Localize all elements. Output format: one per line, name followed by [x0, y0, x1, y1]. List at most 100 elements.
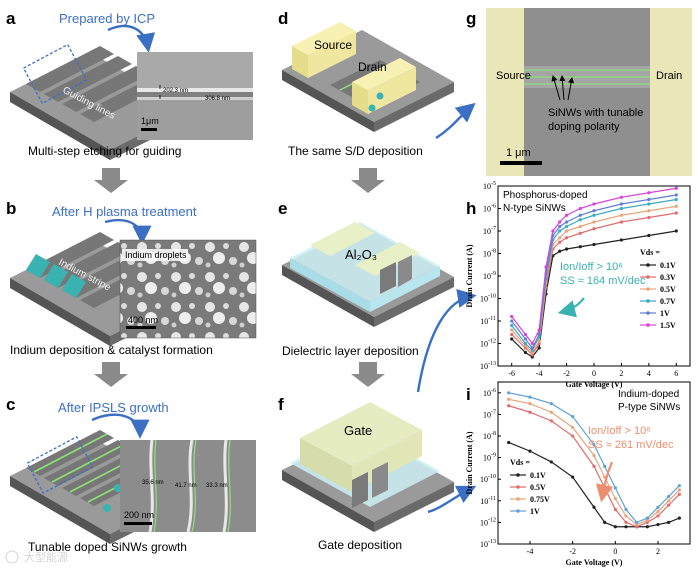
chart-h-point-5-5: [551, 229, 555, 233]
chart-i-legend-label-2: 0.75V: [530, 495, 550, 504]
chart-h-point-0-12: [674, 229, 678, 233]
chart-i-point-0-7: [624, 525, 628, 529]
chart-i-point-2-3: [571, 425, 575, 429]
chart-h-point-0-6: [558, 249, 562, 253]
chart-h-xtick-label-0: -6: [508, 369, 515, 378]
panel-letter-d: d: [278, 9, 288, 28]
chart-i-point-1-11: [667, 503, 671, 507]
sem-image-a: 202.3 nm 306.8 nm 1μm: [137, 52, 253, 140]
caption-e: Dielectric layer deposition: [282, 344, 419, 358]
watermark-text: 大型能源: [24, 550, 68, 564]
chart-h-ytick-label-4: 10-9: [483, 271, 496, 281]
chart-h-point-4-3: [537, 332, 541, 337]
chart-h-point-4-0: [510, 319, 514, 323]
chart-i-ytick-label-7: 10-13: [480, 539, 496, 549]
chart-i-legend-header: Vds =: [510, 458, 530, 467]
chart-h-legend-marker-1: [646, 275, 650, 279]
chart-h-point-2-7: [564, 229, 569, 233]
connector-d-g: [435, 102, 476, 140]
panel-letter-b: b: [6, 199, 16, 218]
scale-bar-b: [126, 326, 156, 329]
chart-h-point-2-3: [537, 339, 541, 343]
device-f: Gate: [282, 402, 454, 532]
chart-i-point-1-3: [571, 434, 575, 438]
caption-c: Tunable doped SiNWs growth: [28, 540, 187, 554]
chart-i-legend-marker-0: [516, 473, 520, 477]
chart-h-point-5-8: [578, 206, 582, 211]
chart-i-point-2-11: [667, 499, 671, 503]
chart-i-ytick-label-5: 10-11: [480, 496, 496, 506]
chart-h-point-5-4: [544, 265, 548, 269]
chart-i-ytick-label-2: 10-8: [483, 431, 496, 441]
chart-h-point-3-12: [674, 197, 678, 202]
chart-h-legend-marker-3: [646, 299, 650, 303]
chart-h-point-3-1: [523, 341, 528, 346]
chart-h-ytick-label-1: 10-6: [483, 204, 496, 214]
chart-h-legend-marker-5: [646, 323, 650, 327]
chart-h-legend-label-0: 0.1V: [660, 261, 676, 270]
chart-i-point-1-1: [528, 410, 532, 414]
chart-h-point-0-11: [647, 233, 651, 238]
flow-arrow-d-e: [351, 168, 385, 193]
chart-h-ytick-label-0: 10-5: [483, 181, 496, 191]
chart-i-legend-marker-2: [516, 497, 520, 501]
flow-arrow-e-f: [351, 362, 385, 387]
chart-i-point-3-8: [635, 520, 639, 525]
chart-i-ytick-label-3: 10-9: [483, 453, 496, 463]
chart-h-xlabel: Gate Voltage (V): [566, 380, 623, 389]
caption-b: Indium deposition & catalyst formation: [10, 343, 213, 357]
chart-i-point-2-10: [656, 510, 660, 514]
scale-label-c: 200 nm: [124, 510, 154, 520]
chart-h-point-3-11: [647, 202, 651, 206]
chart-h-point-5-6: [558, 220, 562, 224]
chart-h-point-5-2: [530, 341, 534, 346]
chart-i-legend-label-3: 1V: [530, 507, 540, 516]
chart-h-point-4-9: [592, 209, 596, 213]
panel-letter-a: a: [6, 9, 16, 28]
chart-i-point-3-3: [571, 414, 575, 419]
chart-h-point-2-2: [530, 350, 534, 355]
gate-label: Gate: [344, 423, 372, 438]
chart-h-point-5-9: [592, 202, 596, 206]
chart-i-point-0-0: [507, 440, 511, 445]
chart-i-point-1-10: [656, 514, 660, 518]
panel-g: g Source Drain SiNWs with tunable doping…: [466, 8, 692, 176]
chart-h-point-2-6: [558, 236, 562, 240]
chart-h-point-5-0: [510, 314, 514, 319]
chart-h-point-4-1: [523, 337, 528, 341]
chart-i-ytick-label-0: 10-6: [483, 388, 496, 398]
sem-b-title: Indium droplets: [125, 250, 187, 260]
chart-i-point-2-6: [613, 497, 617, 501]
chart-h-point-3-8: [578, 218, 582, 222]
device-d: Source Drain: [282, 22, 454, 132]
chart-h-point-0-8: [578, 245, 582, 249]
sem-c-label-2: 41.7 nm: [175, 483, 197, 489]
sinw-annotation-line2: doping polarity: [548, 121, 620, 133]
panel-letter-c: c: [6, 395, 15, 414]
chart-i-point-1-4: [592, 464, 596, 468]
chart-h-point-5-7: [564, 213, 569, 217]
chart-i-xtick-label-2: 0: [613, 547, 617, 556]
chart-i-point-2-4: [592, 453, 596, 458]
zoom-arrow-a: [107, 24, 156, 53]
oxide-label: Al₂O₃: [345, 247, 377, 262]
chart-i-point-2-2: [549, 410, 553, 414]
chart-h-point-4-11: [647, 197, 651, 202]
chart-h-point-0-10: [619, 238, 624, 242]
flow-arrow-a-b: [94, 168, 128, 193]
chart-i-xtick-label-1: -2: [569, 547, 576, 556]
chart-h-point-3-6: [558, 229, 562, 233]
chart-i-annotation-ratio: Ion/Ioff > 10⁶: [588, 425, 651, 437]
chart-h-xtick-label-1: -4: [536, 369, 543, 378]
flow-arrow-b-c: [94, 362, 128, 387]
zoom-arrow-c: [91, 413, 150, 439]
chart-h-point-1-9: [592, 227, 596, 231]
chart-i-point-3-6: [613, 486, 617, 490]
chart-h-point-1-11: [647, 215, 651, 220]
chart-h-legend-title-0: Phosphorus-doped: [503, 190, 588, 201]
chart-h-legend-marker-2: [646, 287, 650, 291]
chart-i-point-0-5: [603, 520, 607, 525]
